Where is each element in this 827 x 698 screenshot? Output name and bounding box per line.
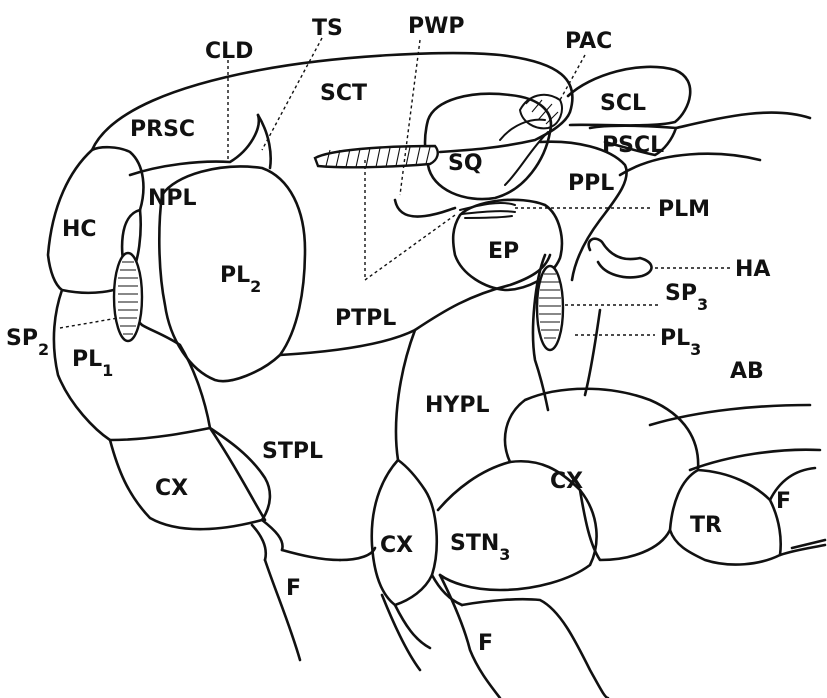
sp2-spiracle xyxy=(114,253,142,341)
pwp-leader xyxy=(400,40,420,195)
cx-front-outline xyxy=(110,428,270,529)
label-pl2-sub: 2 xyxy=(250,277,261,296)
label-ha: HA xyxy=(735,257,770,282)
pwp-process xyxy=(395,200,455,217)
label-cld: CLD xyxy=(205,39,253,64)
label-ptpl: PTPL xyxy=(335,306,396,331)
label-stn3-sub: 3 xyxy=(499,545,510,564)
plm-hairs xyxy=(460,203,515,218)
label-hc: HC xyxy=(62,217,97,242)
sp3-spiracle xyxy=(537,266,563,350)
label-sq: SQ xyxy=(448,151,483,176)
stpl-left xyxy=(210,428,265,520)
label-pwp: PWP xyxy=(408,14,465,39)
label-scl: SCL xyxy=(600,91,646,116)
label-pscl: PSCL xyxy=(602,133,664,158)
cx-hind-outline xyxy=(505,389,698,560)
label-f-front: F xyxy=(286,576,301,601)
ha-haltere xyxy=(589,239,652,278)
label-pl3: PL3 xyxy=(660,326,701,359)
label-sct: SCT xyxy=(320,81,367,106)
label-pl3-sub: 3 xyxy=(690,340,701,359)
ts-leader xyxy=(262,38,322,150)
label-npl: NPL xyxy=(148,186,197,211)
label-f-hind: F xyxy=(776,489,791,514)
label-pl1: PL1 xyxy=(72,347,113,380)
label-sp2-sub: 2 xyxy=(38,340,49,359)
ptpl-boundary xyxy=(280,255,550,355)
label-pl2: PL2 xyxy=(220,263,261,296)
label-ep: EP xyxy=(488,239,519,264)
abdomen-dorsal xyxy=(676,113,810,128)
f-front-outline xyxy=(265,550,340,660)
tr-outline xyxy=(670,470,781,565)
label-f-mid: F xyxy=(478,631,493,656)
label-sp3: SP3 xyxy=(665,281,708,314)
f-front-joint xyxy=(252,520,283,560)
label-hypl: HYPL xyxy=(425,393,490,418)
label-ppl: PPL xyxy=(568,171,614,196)
label-pac: PAC xyxy=(565,29,612,54)
label-cx-front: CX xyxy=(155,476,188,501)
abdomen-line-3 xyxy=(690,450,820,470)
pac-tuft xyxy=(520,95,562,129)
pl3-right xyxy=(585,310,600,395)
ptpl-leader-1 xyxy=(365,160,455,280)
label-cx-hind: CX xyxy=(550,469,583,494)
sp2-leader xyxy=(60,318,118,328)
f-bottom-outline xyxy=(440,575,608,698)
label-plm: PLM xyxy=(658,197,710,222)
label-tr: TR xyxy=(690,513,722,538)
sq-outline xyxy=(425,94,551,199)
label-stn3: STN3 xyxy=(450,531,510,564)
label-ts: TS xyxy=(312,16,343,41)
label-sp2: SP2 xyxy=(6,326,49,359)
stpl-lower xyxy=(340,548,375,560)
label-stpl: STPL xyxy=(262,439,323,464)
label-prsc: PRSC xyxy=(130,117,195,142)
label-cx-mid: CX xyxy=(380,533,413,558)
sq-inner xyxy=(500,120,548,185)
label-ab: AB xyxy=(730,359,764,384)
label-sp3-sub: 3 xyxy=(697,295,708,314)
hypl-left-line xyxy=(396,330,415,460)
label-pl1-sub: 1 xyxy=(102,361,113,380)
